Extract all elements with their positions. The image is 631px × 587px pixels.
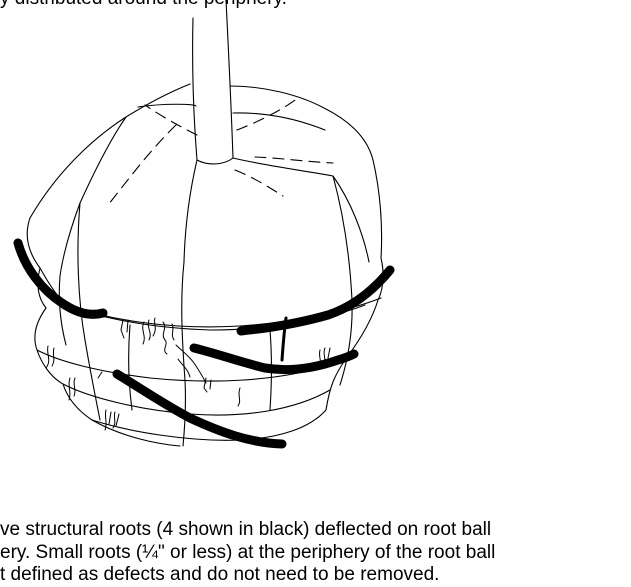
tree-trunk	[193, 0, 233, 160]
root-ball-dome	[27, 84, 381, 276]
dashed-seams	[108, 98, 333, 205]
figure-caption: ve structural roots (4 shown in black) d…	[0, 519, 495, 587]
structural-root-4	[117, 374, 282, 444]
structural-roots	[18, 243, 390, 444]
caption-line-3: t defined as defects and do not need to …	[0, 564, 495, 587]
structural-root-3	[194, 348, 354, 370]
caption-line-1: ve structural roots (4 shown in black) d…	[0, 519, 495, 542]
structural-root-1	[18, 243, 103, 314]
structural-root-2	[241, 270, 390, 331]
caption-line-2: ery. Small roots (¼" or less) at the per…	[0, 542, 495, 565]
